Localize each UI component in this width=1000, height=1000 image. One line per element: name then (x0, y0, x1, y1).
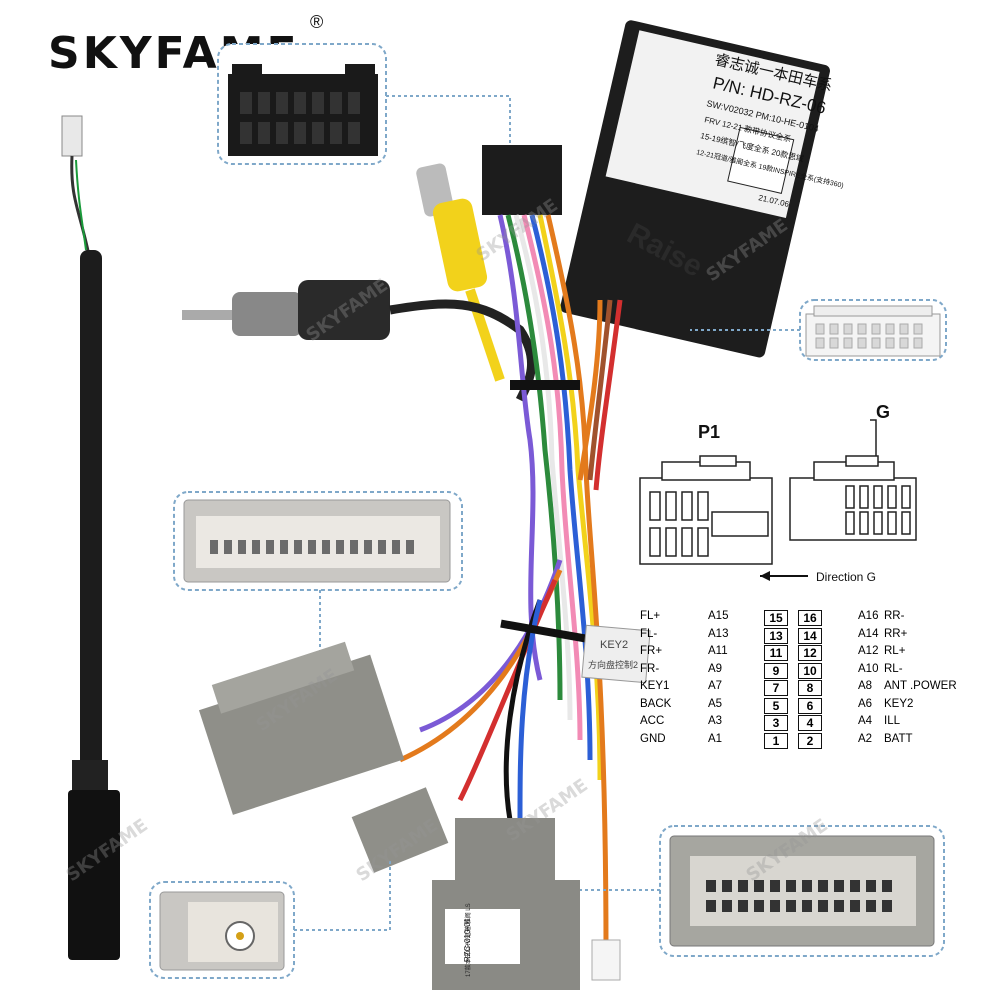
pin-right-code: A14 (858, 627, 879, 640)
pin-left-name: BACK (640, 697, 672, 710)
pin-left-name: FR- (640, 662, 660, 675)
white-2pin-plug (591, 939, 621, 981)
pin-left-code: A15 (708, 610, 729, 622)
pin-left-code: A9 (708, 662, 723, 675)
antenna-adapter (182, 280, 537, 403)
pin-right-name: RR- (884, 610, 905, 622)
pin-right-number: 6 (798, 697, 822, 714)
center-grey-connector (432, 818, 580, 990)
pin-right-number: 14 (798, 627, 822, 644)
pin-left-number: 7 (764, 680, 788, 696)
pin-right-code: A16 (858, 610, 879, 622)
large-grey-plug (198, 641, 405, 815)
g-connector-drawing (789, 419, 917, 541)
p1-label: P1 (698, 422, 720, 442)
pin-right-name: KEY2 (884, 697, 914, 710)
pin-left-number: 9 (764, 662, 788, 679)
pin-right-number: 10 (798, 662, 822, 679)
pin-right-code: A10 (858, 662, 879, 675)
pin-left-name: ACC (640, 715, 665, 727)
pin-left-number: 5 (764, 697, 788, 714)
bottom-right-connector-closeup (669, 835, 935, 947)
key2-tag (581, 624, 651, 684)
small-connector-closeup (159, 891, 285, 971)
left-cable (61, 115, 120, 960)
pin-left-number: 3 (764, 715, 788, 731)
pin-left-code: A11 (708, 645, 728, 657)
cable-tie-upper (510, 380, 580, 390)
connector-sticker-line1: RZC-010-01 (463, 917, 472, 962)
pin-right-name: BATT (884, 732, 913, 745)
pin-right-name: RL- (884, 662, 903, 675)
pin-right-number: 8 (798, 680, 822, 696)
key2-tag-line1: KEY2 (600, 639, 628, 651)
pin-right-code: A6 (858, 697, 873, 710)
pin-right-number: 16 (798, 610, 822, 626)
pin-left-name: GND (640, 732, 666, 745)
center-plug (482, 145, 562, 215)
pin-right-code: A12 (858, 645, 879, 657)
pin-right-name: ILL (884, 715, 900, 727)
pin-left-code: A1 (708, 732, 723, 745)
pinout-row: FL+ A15 15 16 A16 RR- (640, 610, 990, 626)
pin-left-code: A13 (708, 627, 729, 640)
pinout-row: FR- A9 9 10 A10 RL- (640, 662, 990, 679)
pin-left-name: FL+ (640, 610, 661, 622)
pin-left-name: KEY1 (640, 680, 670, 692)
small-grey-plug (351, 787, 449, 873)
pin-left-number: 13 (764, 627, 788, 644)
pin-right-code: A4 (858, 715, 873, 727)
pin-left-number: 15 (764, 610, 788, 626)
direction-arrowhead (760, 571, 770, 581)
pinout-row: FR+ A11 11 12 A12 RL+ (640, 645, 990, 661)
key2-tag-line2: 方向盘控制2 (588, 659, 638, 670)
decoder-module (560, 20, 830, 358)
pin-right-code: A8 (858, 680, 873, 692)
rca-camera-plug (416, 163, 505, 382)
pin-left-code: A5 (708, 697, 723, 710)
registered-mark: ® (310, 12, 324, 32)
p1-connector-drawing (639, 455, 773, 565)
pin-left-number: 11 (764, 645, 788, 661)
pin-right-name: RR+ (884, 627, 908, 640)
pin-right-name: ANT .POWER (884, 680, 957, 692)
pin-right-name: RL+ (884, 645, 906, 657)
pin-left-code: A3 (708, 715, 723, 727)
pin-right-number: 12 (798, 645, 822, 661)
pin-left-name: FR+ (640, 645, 663, 657)
pin-left-name: FL- (640, 627, 658, 640)
connector-sticker-line2: 17款本田CRV/冠道/雅阁 LS (464, 903, 472, 977)
top-connector-closeup (228, 64, 378, 156)
pin-right-number: 2 (798, 732, 822, 749)
white-connector-closeup (805, 305, 941, 357)
pinout-row: FL- A13 13 14 A14 RR+ (640, 627, 990, 644)
g-label: G (876, 402, 890, 422)
large-connector-closeup (183, 499, 451, 583)
pin-right-code: A2 (858, 732, 873, 745)
direction-label: Direction G (816, 570, 876, 584)
pin-left-number: 1 (764, 732, 788, 749)
pin-left-code: A7 (708, 680, 723, 692)
pin-right-number: 4 (798, 715, 822, 731)
